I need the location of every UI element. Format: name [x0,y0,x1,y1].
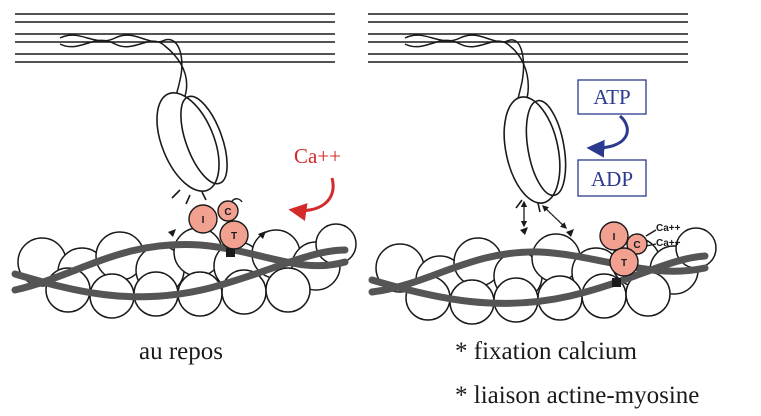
caption-actin-myosin-binding: * liaison actine-myosine [455,382,699,410]
left-ca-arrow [292,178,333,211]
right-troponin-t-label: T [621,258,627,269]
right-troponin-c-label: C [633,240,640,251]
caption-at-rest: au repos [139,338,223,366]
left-troponin-c-label: C [224,207,231,218]
right-thick-filament [368,14,688,62]
adp-label: ADP [591,167,633,191]
left-ca-label: Ca++ [294,144,341,168]
left-troponin-t-label: T [231,231,237,242]
atp-hydrolysis-arrow [590,116,627,148]
right-panel: I C T Ca++ Ca++ ATP ADP [368,14,716,324]
right-ca-bound-1: Ca++ [656,223,681,234]
right-ca-bound-2: Ca++ [656,238,681,249]
right-cross-bridge-arrows [524,202,566,228]
right-troponin-i-label: I [613,232,616,243]
atp-label: ATP [593,85,630,109]
caption-calcium-binding: * fixation calcium [455,338,637,366]
left-myosin-head [144,84,236,204]
right-myosin-head [495,92,572,212]
left-panel: I C T Ca++ [15,14,356,318]
left-troponin-i-label: I [202,215,205,226]
